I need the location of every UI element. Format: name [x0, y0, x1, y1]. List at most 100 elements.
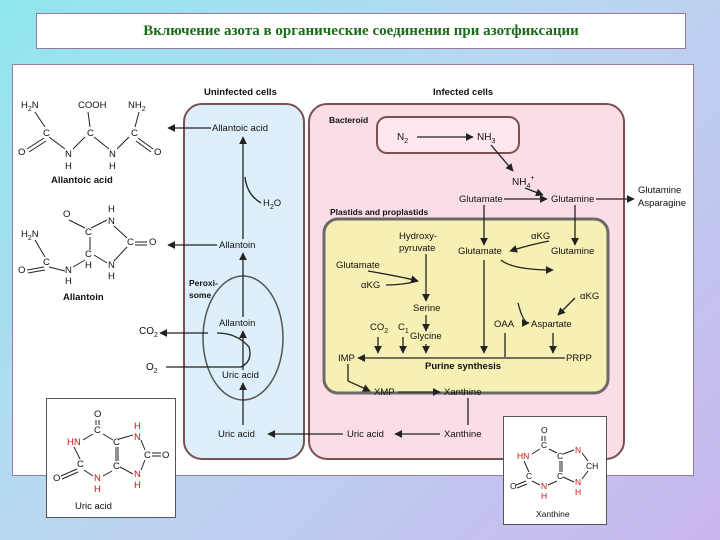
allantoic-acid-compartment-label: Allantoic acid: [212, 123, 268, 134]
xanthine-bottom-label: Xanthine: [444, 429, 482, 440]
uric-acid-structure: O C HN H N C C C O C O N H N H Uric acid: [53, 409, 169, 512]
uric-h-bottom-right: H: [134, 480, 141, 491]
allantoic-h1: H: [65, 161, 72, 172]
allantoic-acid-name: Allantoic acid: [51, 175, 113, 186]
uninfected-cells-label: Uninfected cells: [204, 87, 277, 98]
imp-label: IMP: [338, 353, 355, 364]
arrow-imp-xmp: [347, 364, 371, 392]
allantoin-o-right: O: [149, 237, 156, 248]
allantoin-bonds: [26, 219, 147, 274]
co2-plastid-label: CO2: [370, 322, 388, 335]
allantoin-n-left: N: [65, 265, 72, 276]
purine-synthesis-label: Purine synthesis: [425, 361, 501, 372]
glutamate-label: Glutamate: [459, 194, 503, 205]
uric-acid-name: Uric acid: [75, 501, 112, 512]
uric-c-bottom-mid: C: [113, 461, 120, 472]
page-title: Включение азота в органические соединени…: [143, 22, 579, 39]
xanthine-o-left: O: [510, 481, 517, 491]
labels-group: Uninfected cells Infected cells Bacteroi…: [139, 87, 686, 440]
allantoin-c-ring-top: C: [85, 227, 92, 238]
allantoic-c2: C: [87, 128, 94, 139]
uric-c-left: C: [77, 459, 84, 470]
uric-n-top-right: N: [134, 432, 141, 443]
glutamine-label: Glutamine: [551, 194, 594, 205]
xanthine-name: Xanthine: [536, 509, 570, 519]
glutamine-plastid-label: Glutamine: [551, 246, 594, 257]
akg-right-label: αKG: [580, 291, 599, 302]
xanthine-label: Xanthine: [444, 387, 482, 398]
xanthine-c-mid: C: [557, 451, 563, 461]
arrow-glutamate-akg: [500, 259, 554, 274]
allantoic-c3: C: [131, 128, 138, 139]
uric-hn: HN: [67, 437, 81, 448]
arrow-glutamine-recycle: [509, 240, 550, 253]
arrow-h2o-input: [244, 176, 262, 204]
co2-left-label: CO2: [139, 326, 158, 339]
xanthine-c-bottom-mid: C: [557, 471, 563, 481]
xanthine-c-top: C: [541, 440, 547, 450]
n2-label: N2: [397, 132, 408, 145]
uric-n-bottom-right: N: [134, 469, 141, 480]
akg-top-label: αKG: [531, 231, 550, 242]
arrow-akg-aspartate: [557, 297, 576, 316]
allantoin-n-bottom: N: [108, 260, 115, 271]
arrow-akg-left-return: [385, 280, 419, 286]
allantoin-c-left: C: [43, 257, 50, 268]
xmp-label: XMP: [374, 387, 395, 398]
akg-left-label: αKG: [361, 280, 380, 291]
aspartate-label: Aspartate: [531, 319, 572, 330]
oaa-label: OAA: [494, 319, 515, 330]
arrow-nh3-nh4: [490, 144, 514, 172]
nitrogen-pathway-diagram: Uninfected cells Infected cells Bacteroi…: [18, 87, 686, 460]
hydroxypyruvate-label-1: Hydroxy-: [399, 231, 437, 242]
prpp-label: PRPP: [566, 353, 592, 364]
uric-c-mid: C: [113, 437, 120, 448]
plastid-compartment: [322, 217, 610, 395]
allantoin-h-top: H: [108, 204, 115, 215]
h2o-label: H2O: [263, 198, 281, 211]
allantoin-compartment-label: Allantoin: [219, 240, 255, 251]
title-banner: Включение азота в органические соединени…: [36, 13, 686, 49]
xanthine-n-bottom-right: N: [575, 477, 581, 487]
allantoin-h-left: H: [65, 276, 72, 287]
allantoin-n-top: N: [108, 216, 115, 227]
uric-o-left: O: [53, 473, 60, 484]
allantoin-name: Allantoin: [63, 292, 104, 303]
uric-acid-bottom-label: Uric acid: [218, 429, 255, 440]
xanthine-inset: O C HN C N CH C C N H O N H Xanthine: [503, 416, 607, 525]
arrow-glutamate-akg-left: [367, 270, 419, 283]
xanthine-n-top-right: N: [575, 445, 581, 455]
nh3-label: NH3: [477, 132, 495, 145]
hydroxypyruvate-label-2: pyruvate: [399, 243, 435, 254]
allantoin-o-left: O: [18, 265, 25, 276]
xanthine-h-bottom: H: [541, 491, 547, 501]
uric-o-right: O: [162, 450, 169, 461]
allantoin-h-bottom: H: [108, 271, 115, 282]
allantoic-c1: C: [43, 128, 50, 139]
allantoin-h2n: H2N: [21, 229, 39, 242]
allantoic-o1: O: [18, 147, 25, 158]
plastids-label: Plastids and proplastids: [330, 207, 429, 217]
nh4-label: NH4+: [512, 175, 534, 190]
allantoin-structure: O H N H2N C C O C C H N H O N H Allantoi…: [18, 204, 156, 303]
glutamate-left-label: Glutamate: [336, 260, 380, 271]
xanthine-n-bottom: N: [541, 481, 547, 491]
allantoin-h-mid: H: [85, 260, 92, 271]
xanthine-hn: HN: [517, 451, 529, 461]
peroxisome-label-1: Peroxi-: [189, 278, 218, 288]
allantoin-c-right: C: [127, 237, 134, 248]
uric-acid-inset: O C HN H N C C C O C O N H N H Uric acid: [46, 398, 176, 518]
allantoic-acid-bonds: [26, 111, 154, 153]
uric-acid-infected-label: Uric acid: [347, 429, 384, 440]
allantoin-peroxisome-label: Allantoin: [219, 318, 255, 329]
allantoin-o-top: O: [63, 209, 70, 220]
bacteroid-label: Bacteroid: [329, 115, 368, 125]
allantoic-cooh: COOH: [78, 100, 107, 111]
xanthine-structure: O C HN C N CH C C N H O N H Xanthine: [510, 425, 598, 519]
uric-c-top: C: [94, 425, 101, 436]
bacteroid-compartment: [376, 116, 520, 154]
uric-c-right: C: [144, 450, 151, 461]
c1-label: C1: [398, 322, 409, 335]
xanthine-c-left: C: [526, 471, 532, 481]
allantoic-n1: N: [65, 149, 72, 160]
